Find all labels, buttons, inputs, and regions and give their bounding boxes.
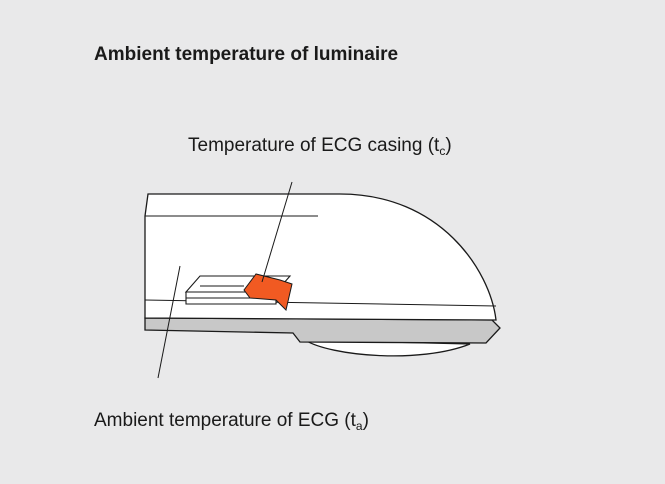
diagram-title: Ambient temperature of luminaire <box>94 44 399 65</box>
ambient-leader-line <box>157 265 181 379</box>
casing-temperature-label: Temperature of ECG casing (tc) <box>188 135 452 158</box>
base-plate <box>144 317 501 344</box>
casing-label-close: ) <box>445 135 452 156</box>
casing-leader-line <box>261 181 293 283</box>
ambient-label-text: Ambient temperature of ECG (t <box>94 410 356 431</box>
diffuser-bowl <box>302 339 471 357</box>
casing-label-text: Temperature of ECG casing (t <box>188 135 440 156</box>
ambient-label-close: ) <box>362 410 369 431</box>
ambient-temperature-label: Ambient temperature of ECG (ta) <box>94 410 369 433</box>
ecg-casing-highlight <box>243 273 293 311</box>
casing-label-subscript: c <box>439 144 446 158</box>
ambient-label-subscript: a <box>355 419 363 433</box>
